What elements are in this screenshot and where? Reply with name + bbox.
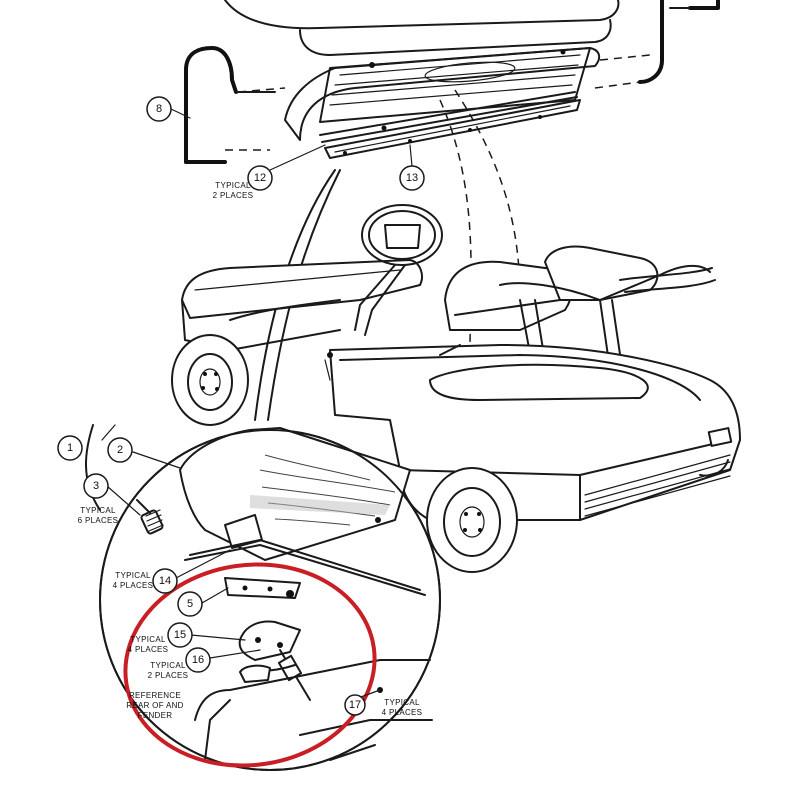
svg-text:TYPICAL: TYPICAL: [215, 181, 251, 190]
svg-text:8: 8: [156, 103, 162, 115]
leader-seat-to-cart-dashed-1: [454, 89, 521, 301]
svg-text:FENDER: FENDER: [138, 711, 173, 720]
brace-1-2: [85, 424, 101, 511]
svg-text:TYPICAL: TYPICAL: [115, 571, 151, 580]
svg-text:17: 17: [349, 699, 361, 711]
note-typical-2-places-c: TYPICAL 2 PLACES: [148, 661, 189, 680]
svg-text:12: 12: [254, 172, 266, 184]
note-reference-fender: REFERENCE REAR OF AND FENDER: [126, 691, 184, 720]
highlight-ellipse: [123, 562, 377, 768]
callout-14: 14: [152, 568, 178, 594]
callout-1: 1: [57, 435, 83, 461]
svg-text:TYPICAL: TYPICAL: [80, 506, 116, 515]
svg-text:REFERENCE: REFERENCE: [129, 691, 181, 700]
svg-text:2 PLACES: 2 PLACES: [148, 671, 189, 680]
svg-text:TYPICAL: TYPICAL: [384, 698, 420, 707]
callout-17: 17: [344, 694, 366, 716]
svg-text:13: 13: [406, 172, 418, 184]
note-typical-4-places-b: TYPICAL 4 PLACES: [128, 635, 169, 654]
callout-2: 2: [107, 437, 133, 463]
golf-cart: [171, 204, 741, 573]
svg-text:4 PLACES: 4 PLACES: [382, 708, 423, 717]
note-typical-6-places: TYPICAL 6 PLACES: [78, 506, 119, 525]
svg-text:REAR OF AND: REAR OF AND: [126, 701, 184, 710]
callout-3: 3: [83, 473, 109, 499]
svg-text:TYPICAL: TYPICAL: [150, 661, 186, 670]
svg-text:4 PLACES: 4 PLACES: [113, 581, 154, 590]
svg-text:3: 3: [93, 480, 99, 492]
svg-text:4 PLACES: 4 PLACES: [128, 645, 169, 654]
callout-13: 13: [399, 165, 425, 191]
callout-8: 8: [146, 96, 172, 122]
note-typical-2-places-top: TYPICAL 2 PLACES: [213, 181, 254, 200]
seat-support-bar-right: [638, 0, 720, 84]
svg-text:2 PLACES: 2 PLACES: [213, 191, 254, 200]
svg-text:16: 16: [192, 654, 204, 666]
seat-bottom-assembly: [224, 0, 651, 159]
svg-text:14: 14: [159, 575, 171, 587]
note-typical-4-places-a: TYPICAL 4 PLACES: [113, 571, 154, 590]
callout-leaders: [106, 108, 413, 699]
callout-15: 15: [167, 622, 193, 648]
svg-text:1: 1: [67, 442, 73, 454]
callout-5: 5: [177, 591, 203, 617]
svg-text:15: 15: [174, 629, 186, 641]
svg-text:5: 5: [187, 598, 193, 610]
callout-16: 16: [185, 647, 211, 673]
seat-support-bar-left: [184, 46, 276, 164]
note-typical-4-places-d: TYPICAL 4 PLACES: [382, 698, 423, 717]
svg-text:TYPICAL: TYPICAL: [130, 635, 166, 644]
screw-part-3: [140, 509, 164, 535]
svg-text:2: 2: [117, 444, 123, 456]
svg-text:6 PLACES: 6 PLACES: [78, 516, 119, 525]
detail-magnifier: [99, 427, 441, 771]
callout-12: 12: [247, 165, 273, 191]
